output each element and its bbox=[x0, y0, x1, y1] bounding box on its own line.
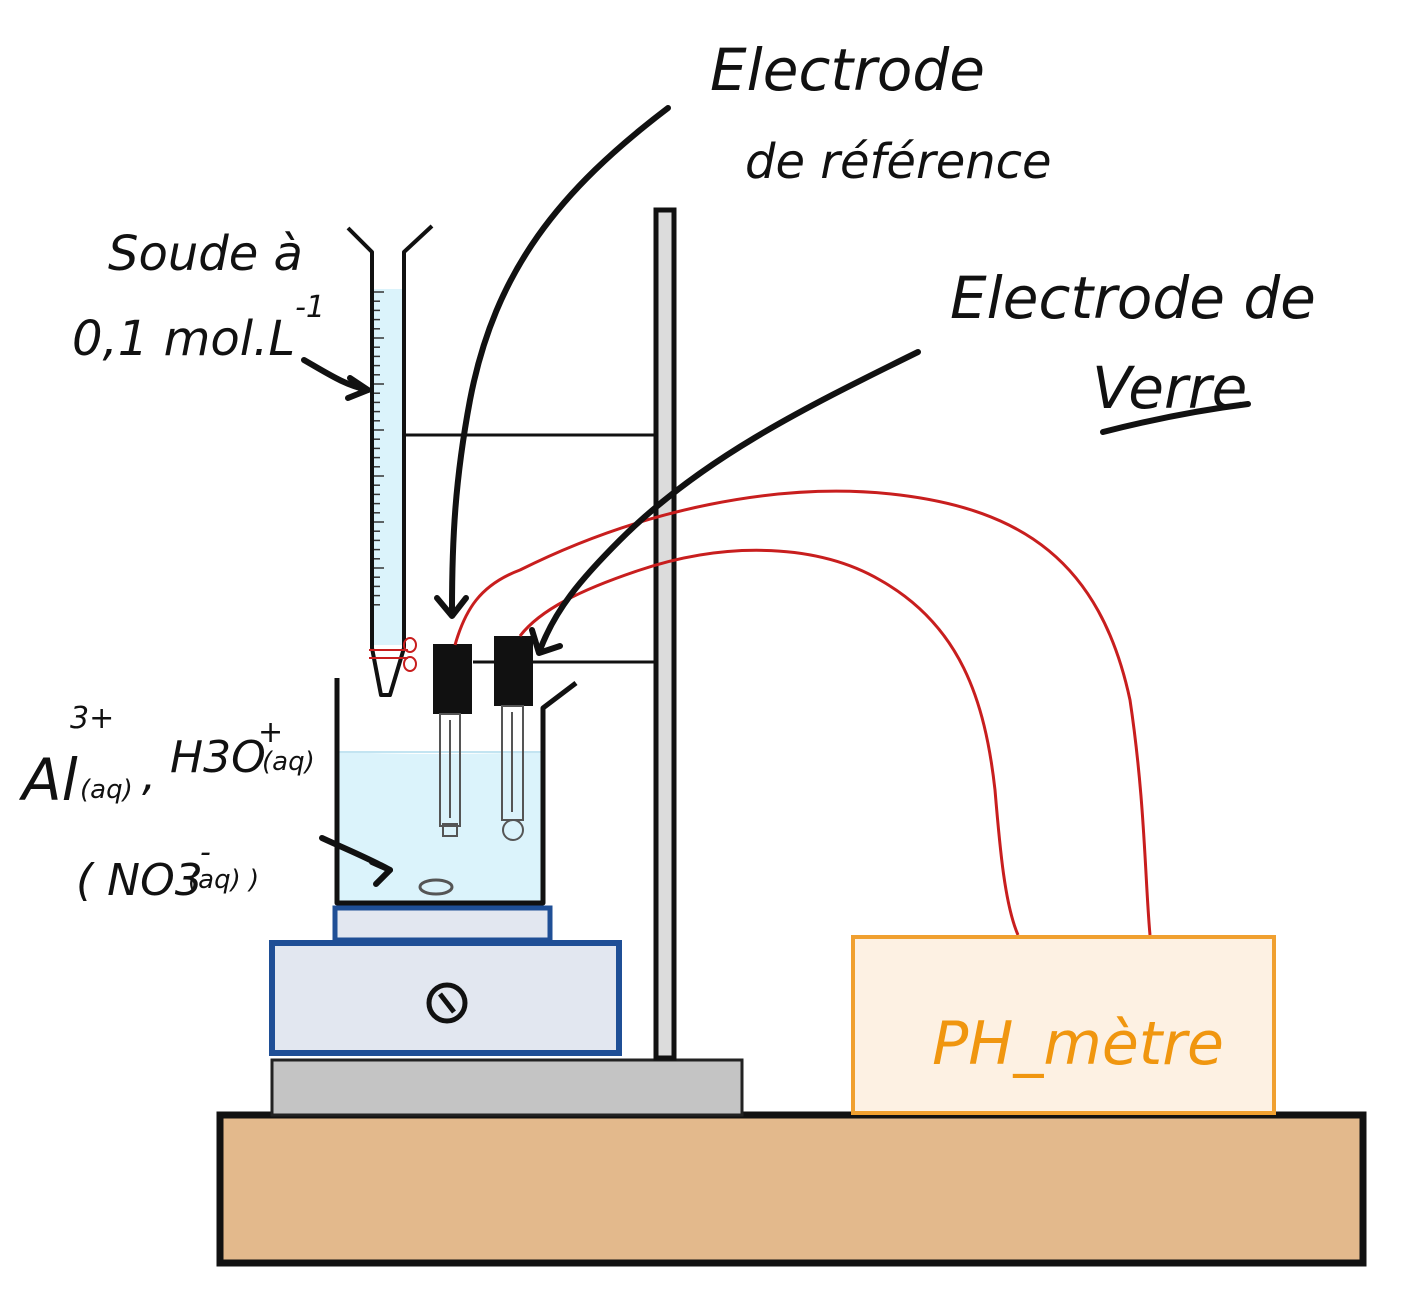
arrows bbox=[301, 105, 1251, 887]
reference-electrode bbox=[433, 644, 472, 837]
burette-label-line1: Soude à bbox=[108, 226, 303, 282]
stand-rod bbox=[653, 207, 677, 1061]
glass-electrode-wire bbox=[518, 548, 1020, 936]
solution-al-state: (aq) bbox=[80, 775, 133, 805]
solution-al-charge: 3+ bbox=[70, 701, 114, 736]
beaker bbox=[334, 678, 578, 906]
solution-al: Al bbox=[18, 746, 78, 814]
ph-meter[interactable] bbox=[851, 935, 1276, 1115]
solution-h3o-charge: + bbox=[258, 715, 283, 750]
reference-electrode-wire bbox=[453, 489, 1152, 936]
burette-stopcock[interactable] bbox=[369, 637, 417, 672]
stir-bar-icon bbox=[418, 878, 454, 896]
solution-nitrate-charge: - bbox=[200, 835, 211, 870]
stand-base-plate bbox=[270, 1058, 744, 1117]
glass-electrode bbox=[494, 636, 533, 841]
ph-meter-label: PH_mètre bbox=[932, 1009, 1224, 1079]
stirrer-top-plate bbox=[332, 905, 553, 943]
burette bbox=[346, 224, 434, 697]
dial-knob-icon[interactable] bbox=[426, 982, 468, 1024]
solution-nitrate: ( NO3 bbox=[76, 855, 203, 906]
solution-h3o: H3O bbox=[170, 732, 266, 783]
solution-nitrate-state: (aq) ) bbox=[188, 865, 259, 895]
solution-h3o-state: (aq) bbox=[262, 747, 315, 777]
reference-electrode-label-line2: de référence bbox=[745, 134, 1052, 190]
burette-graduations bbox=[374, 291, 384, 606]
glass-electrode-label-line1: Electrode de bbox=[950, 264, 1316, 332]
reference-electrode-label-line1: Electrode bbox=[710, 36, 985, 104]
solution-separator: , bbox=[142, 750, 156, 801]
beaker-solution bbox=[337, 752, 543, 903]
glass-electrode-label-line2: Verre bbox=[1092, 354, 1247, 422]
solution-label: Al 3+ (aq) , H3O + (aq) ( NO3 - (aq) ) bbox=[18, 701, 315, 906]
bench bbox=[216, 1111, 1367, 1267]
burette-label-line2: 0,1 mol.L-1 bbox=[72, 290, 325, 367]
burette-label-exponent: -1 bbox=[295, 290, 325, 325]
